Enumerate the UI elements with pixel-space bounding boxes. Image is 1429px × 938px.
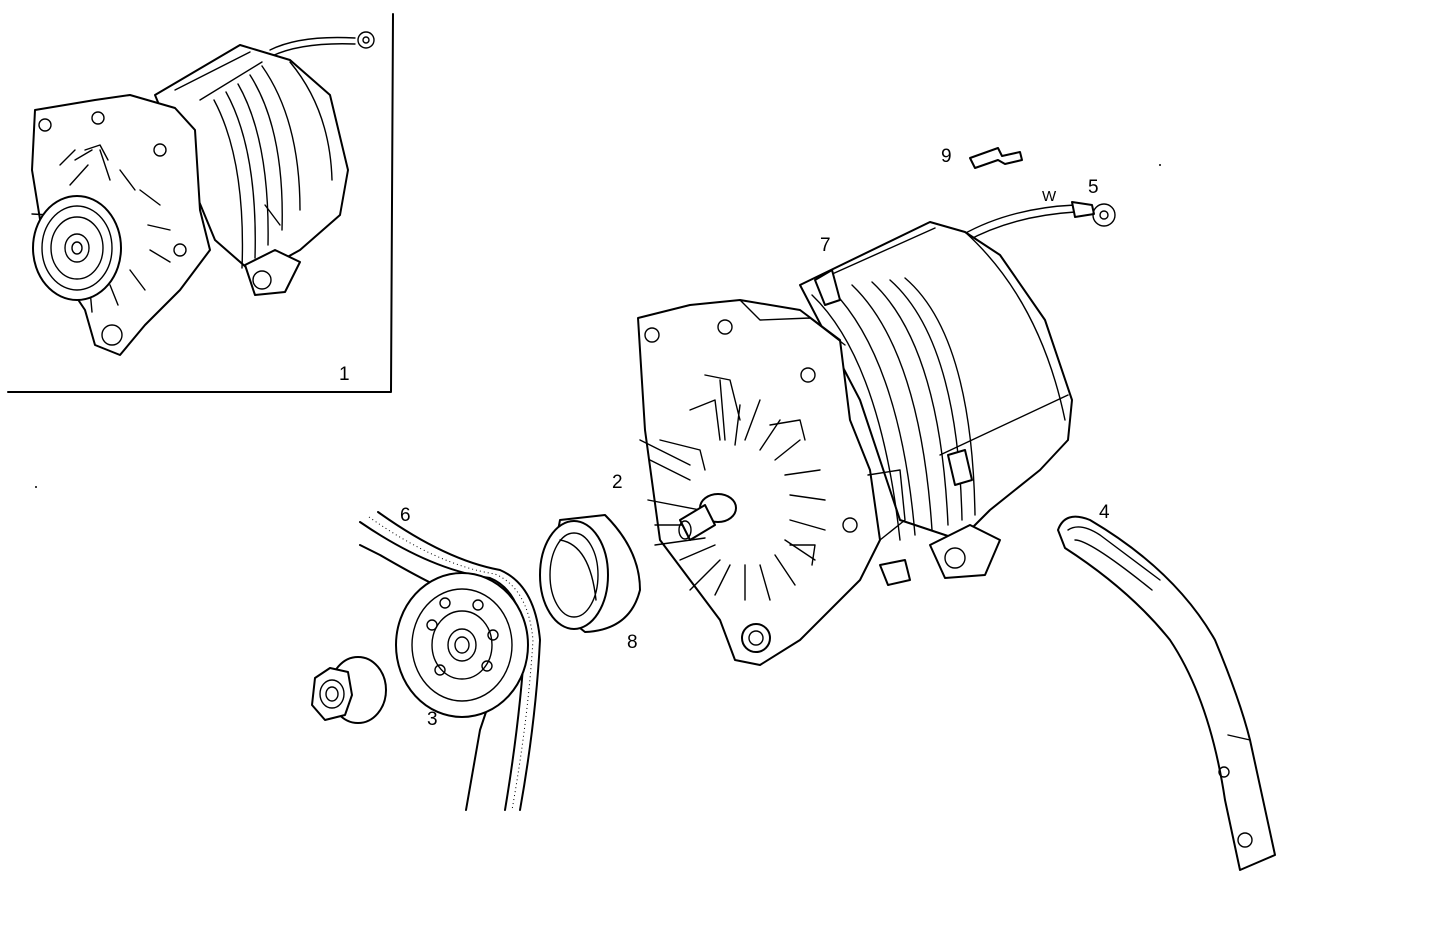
scan-dot [35, 486, 37, 488]
callout-7: 7 [820, 235, 831, 256]
part-3-pulley [395, 572, 529, 718]
callout-1: 1 [339, 364, 350, 385]
pulley-nut [311, 656, 387, 724]
callout-4: 4 [1099, 502, 1110, 523]
callout-9: 9 [941, 146, 952, 167]
callout-w: W [1042, 188, 1057, 205]
inset-frame [7, 13, 394, 393]
scan-dot [1159, 164, 1161, 166]
callout-8: 8 [627, 632, 638, 653]
part-4-adjusting-bracket [1057, 515, 1276, 871]
callout-2: 2 [612, 472, 623, 493]
alternator-body [637, 201, 1116, 666]
callout-5: 5 [1088, 177, 1099, 198]
part-8-spacer-ring [539, 514, 641, 633]
part-9-clip [969, 147, 1023, 169]
inset-alternator-assembly [31, 31, 375, 356]
callout-3: 3 [427, 709, 438, 730]
callout-6: 6 [400, 505, 411, 526]
